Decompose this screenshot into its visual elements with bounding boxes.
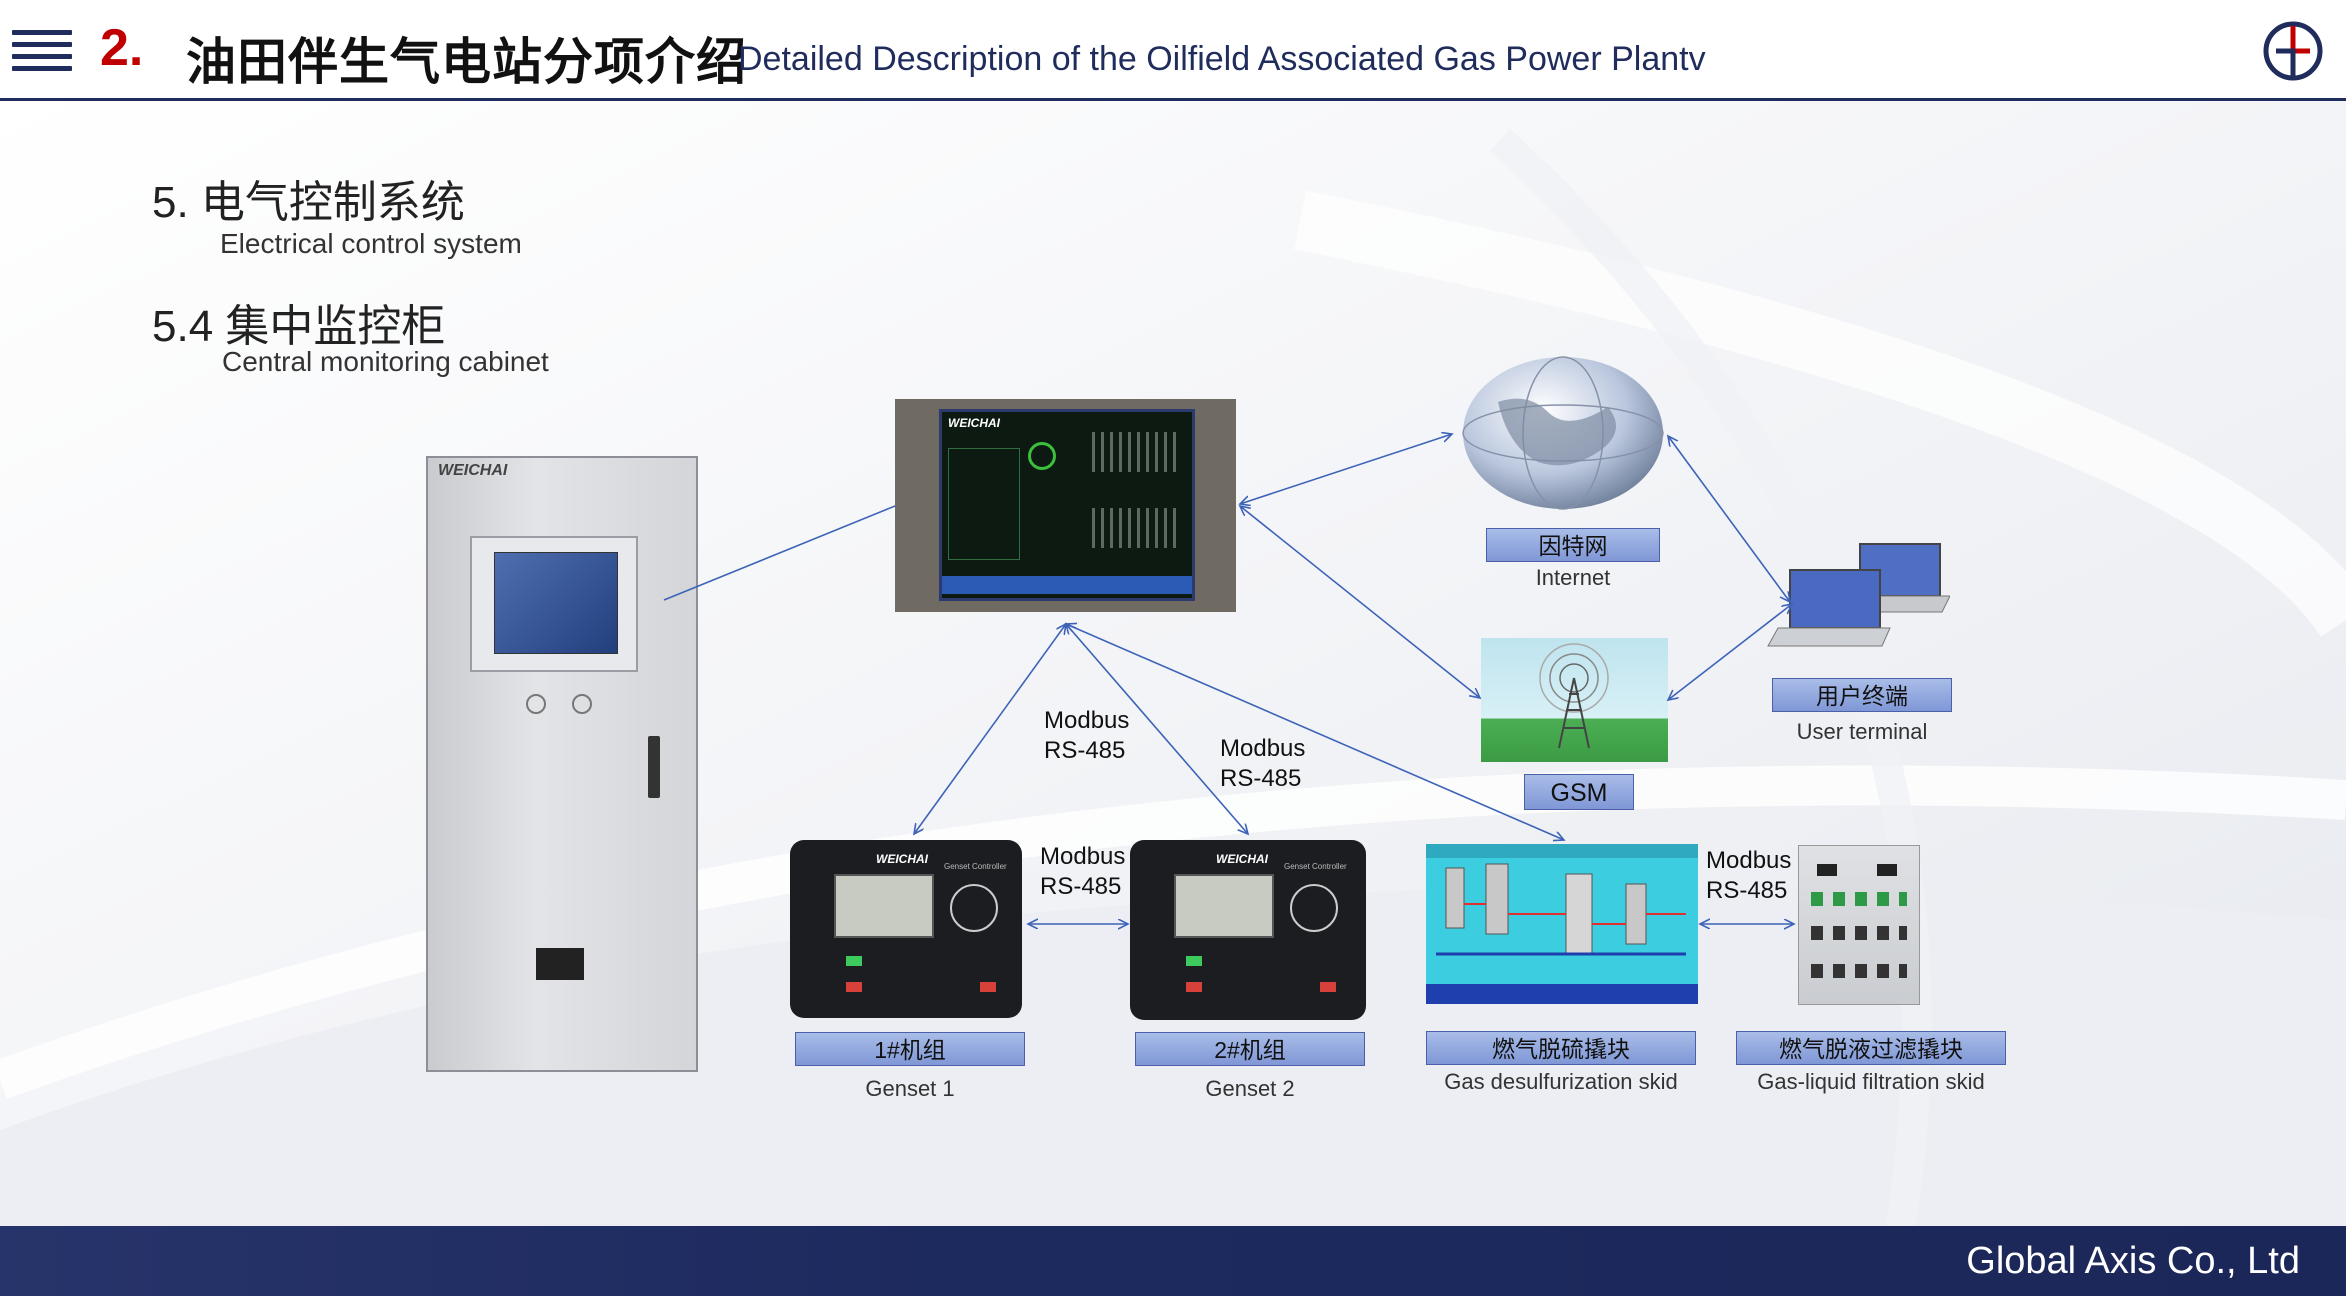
hmi-gauge	[1028, 442, 1056, 470]
controller1-lcd	[834, 874, 934, 938]
protocol-rs485: RS-485	[1044, 737, 1126, 764]
user-terminal-laptops-image	[1750, 540, 1950, 656]
section-heading-cn: 5. 电气控制系统	[152, 178, 465, 227]
gsm-tower-image	[1481, 638, 1668, 762]
filtration-label-cn: 燃气脱液过滤撬块	[1736, 1031, 2006, 1065]
protocol-modbus: Modbus	[1220, 735, 1306, 762]
protocol-label-hmi-genset2: Modbus RS-485	[1220, 734, 1305, 794]
desulfurization-skid-image	[1426, 844, 1698, 1004]
controller2-caption: Genset Controller	[1284, 862, 1347, 871]
page-title-cn: 油田伴生气电站分项介绍	[186, 34, 747, 90]
page-title-en: Detailed Description of the Oilfield Ass…	[738, 40, 1706, 78]
desulfurization-label-cn: 燃气脱硫撬块	[1426, 1031, 1696, 1065]
protocol-modbus: Modbus	[1706, 847, 1792, 874]
cabinet-vent	[536, 948, 584, 980]
protocol-rs485: RS-485	[1220, 765, 1302, 792]
menu-icon[interactable]	[12, 30, 72, 74]
section-number: 2.	[100, 19, 144, 77]
internet-label-en: Internet	[1535, 565, 1611, 590]
desulfurization-label-en: Gas desulfurization skid	[1444, 1069, 1678, 1094]
filter-switches-row1	[1811, 926, 1907, 940]
controller1-button-reset	[980, 982, 996, 992]
filter-switches-row2	[1811, 964, 1907, 978]
controller2-button-start	[1186, 956, 1202, 966]
hmi-bars-top	[1092, 432, 1182, 472]
monitoring-cabinet-image: WEICHAI	[426, 456, 698, 1072]
controller2-nav-pad	[1290, 884, 1338, 932]
genset1-label-cn: 1#机组	[795, 1032, 1025, 1066]
company-name: Global Axis Co., Ltd	[1966, 1240, 2300, 1282]
section-heading-en: Electrical control system	[220, 228, 522, 259]
protocol-label-hmi-genset1: Modbus RS-485	[1044, 706, 1129, 766]
genset1-controller-image: WEICHAI Genset Controller	[790, 840, 1022, 1018]
hmi-bars-bottom	[1092, 508, 1182, 548]
hmi-panel-left	[948, 448, 1020, 560]
filter-indicator-lights	[1811, 892, 1907, 906]
controller1-nav-pad	[950, 884, 998, 932]
filtration-skid-image	[1798, 845, 1920, 1005]
protocol-modbus: Modbus	[1040, 843, 1126, 870]
controller2-button-stop	[1186, 982, 1202, 992]
protocol-label-genset1-genset2: Modbus RS-485	[1040, 842, 1125, 902]
cabinet-handle	[648, 736, 660, 798]
controller2-button-reset	[1320, 982, 1336, 992]
protocol-rs485: RS-485	[1040, 873, 1122, 900]
company-logo-icon	[2263, 21, 2323, 81]
cabinet-knob-right	[572, 694, 592, 714]
footer-bar: Global Axis Co., Ltd	[0, 1226, 2346, 1296]
user-terminal-label-en: User terminal	[1796, 719, 1928, 744]
filtration-label-en: Gas-liquid filtration skid	[1757, 1069, 1985, 1094]
cabinet-knob-left	[526, 694, 546, 714]
genset2-label-en: Genset 2	[1205, 1076, 1295, 1101]
protocol-modbus: Modbus	[1044, 707, 1130, 734]
controller1-button-start	[846, 956, 862, 966]
controller2-brand: WEICHAI	[1216, 852, 1268, 866]
genset1-label-en: Genset 1	[865, 1076, 955, 1101]
subsection-heading-en: Central monitoring cabinet	[222, 346, 549, 377]
controller1-brand: WEICHAI	[876, 852, 928, 866]
cabinet-brand: WEICHAI	[438, 462, 508, 479]
protocol-rs485: RS-485	[1706, 877, 1788, 904]
filter-gauge-right	[1877, 864, 1897, 876]
cabinet-screen-frame	[470, 536, 638, 672]
gsm-label: GSM	[1524, 774, 1634, 810]
hmi-brand: WEICHAI	[948, 416, 1000, 430]
genset2-controller-image: WEICHAI Genset Controller	[1130, 840, 1366, 1020]
cabinet-screen	[494, 552, 618, 654]
subsection-heading-cn: 5.4 集中监控柜	[152, 302, 446, 351]
filter-gauge-left	[1817, 864, 1837, 876]
hmi-nav-bar	[942, 576, 1192, 594]
controller2-lcd	[1174, 874, 1274, 938]
protocol-label-desulf-filter: Modbus RS-485	[1706, 846, 1791, 906]
controller1-caption: Genset Controller	[944, 862, 1007, 871]
genset2-label-cn: 2#机组	[1135, 1032, 1365, 1066]
header-bar: 2. 油田伴生气电站分项介绍 Detailed Description of t…	[0, 0, 2346, 101]
internet-label-cn: 因特网	[1486, 528, 1660, 562]
controller1-button-stop	[846, 982, 862, 992]
hmi-display: WEICHAI	[939, 409, 1195, 601]
internet-globe-image	[1458, 352, 1668, 514]
user-terminal-label-cn: 用户终端	[1772, 678, 1952, 712]
hmi-screen-image: WEICHAI	[895, 399, 1236, 612]
